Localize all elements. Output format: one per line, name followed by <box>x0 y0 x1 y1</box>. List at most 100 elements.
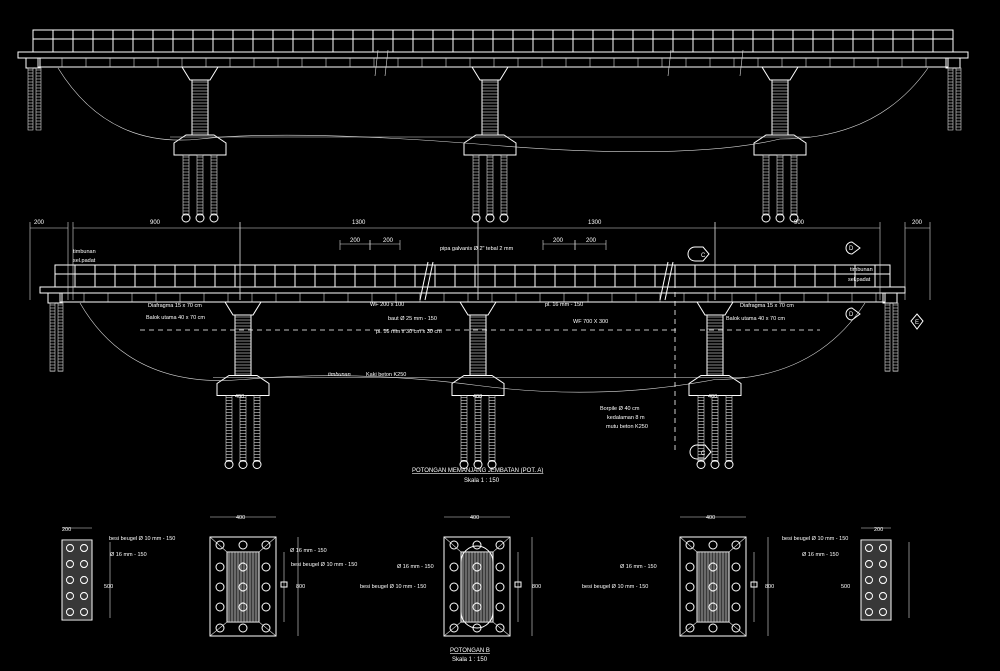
pile-tip <box>487 460 497 469</box>
rebar-circle <box>449 582 459 592</box>
label-stirrup: besi beugel Ø 10 mm - 150 <box>360 584 426 590</box>
pile-cap <box>688 375 742 396</box>
pier-chamfer <box>258 621 277 637</box>
label-rebar: Ø 16 mm - 150 <box>290 548 327 554</box>
bored-pile <box>500 154 508 216</box>
rebar-circle <box>472 540 482 550</box>
label-diaphragm-left: Diafragma 15 x 70 cm <box>148 303 202 309</box>
abutment-pile <box>57 302 64 372</box>
bored-pile <box>697 395 705 462</box>
rebar-circle <box>261 582 271 592</box>
rebar-circle <box>80 608 88 616</box>
label-wf-small: WF 200 x 100 <box>370 302 404 308</box>
rebar-circle <box>865 576 873 584</box>
section-marker-c: C <box>687 246 710 262</box>
drawing-scale-b: Skala 1 : 150 <box>452 657 488 663</box>
pile-tip <box>181 213 191 223</box>
pile-tip <box>238 460 248 469</box>
pile-tip <box>195 213 205 223</box>
rebar-circle <box>731 562 741 572</box>
rebar-circle <box>685 623 695 633</box>
bored-pile <box>488 395 496 462</box>
pile-tip <box>209 213 219 223</box>
rebar-circle <box>879 592 887 600</box>
break-line <box>659 261 669 301</box>
rebar-circle <box>80 560 88 568</box>
rebar-circle <box>685 540 695 550</box>
dim-beam-width: 200 <box>874 527 883 533</box>
dim-beam-height: 500 <box>104 584 113 590</box>
pier-chamfer <box>728 621 747 637</box>
rebar-circle <box>80 544 88 552</box>
bored-pile <box>239 395 247 462</box>
deck-slab <box>17 51 969 59</box>
rebar-circle <box>66 544 74 552</box>
pier-section <box>209 536 277 637</box>
dim-tick <box>514 581 522 588</box>
pier-head <box>696 301 734 316</box>
label-main-beam-right: Balok utama 40 x 70 cm <box>726 316 785 322</box>
drawing-scale-a: Skala 1 : 150 <box>464 478 500 484</box>
abutment-pile <box>49 302 56 372</box>
bored-pile <box>196 154 204 216</box>
dim-pier-height: 800 <box>532 584 541 590</box>
label-fill-right-2: sel.padat <box>848 277 871 283</box>
pile-tip <box>499 213 509 223</box>
dim-tick <box>280 581 288 588</box>
pile-tip <box>485 213 495 223</box>
bored-pile <box>711 395 719 462</box>
rebar-circle <box>879 544 887 552</box>
label-rebar: Ø 16 mm - 150 <box>397 564 434 570</box>
bored-pile <box>225 395 233 462</box>
bored-pile <box>776 154 784 216</box>
section-marker-d: D <box>845 307 861 321</box>
label-stirrup: besi beugel Ø 10 mm - 150 <box>109 536 175 542</box>
bored-pile <box>472 154 480 216</box>
main-girder <box>59 292 886 303</box>
label-diaphragm-right: Diafragma 15 x 70 cm <box>740 303 794 309</box>
rebar-circle <box>449 562 459 572</box>
rebar-circle <box>66 592 74 600</box>
pier-section <box>443 536 511 637</box>
rebar-circle <box>66 576 74 584</box>
rebar-circle <box>449 623 459 633</box>
svg-text:C: C <box>701 451 706 457</box>
pier-chamfer <box>492 536 511 553</box>
break-line <box>419 261 429 301</box>
label-wf-large: WF 700 X 300 <box>573 319 608 325</box>
rebar-circle <box>865 608 873 616</box>
rebar-circle <box>238 623 248 633</box>
pier-head <box>224 301 262 316</box>
pile-tip <box>224 460 234 469</box>
dim-pier-width: 400 <box>470 515 479 521</box>
rebar-circle <box>238 582 248 592</box>
elevation-dimensions: 200 900 1300 1300 900 200 200 200 200 20… <box>34 220 923 244</box>
break-line <box>374 49 379 77</box>
label-bolt: baut Ø 25 mm - 150 <box>388 316 437 322</box>
label-rebar: Ø 16 mm - 150 <box>620 564 657 570</box>
dim-abutment-left: 200 <box>34 220 45 226</box>
pier-chamfer <box>679 621 698 637</box>
pile-tip <box>696 460 706 469</box>
pier-core <box>226 551 260 623</box>
pier-head <box>459 301 497 316</box>
break-line <box>424 261 434 301</box>
abutment-pile <box>27 67 34 131</box>
pile-tip <box>252 460 262 469</box>
label-borpile-depth: kedalaman 8 m <box>607 415 645 421</box>
rebar-circle <box>879 560 887 568</box>
dim-footing-width: 400 <box>473 394 482 400</box>
abutment-pile <box>955 67 962 131</box>
main-girder <box>37 57 949 68</box>
rebar-circle <box>865 544 873 552</box>
rebar-circle <box>865 592 873 600</box>
label-pipe-railing: pipa galvanis Ø 2" tebal 2 mm <box>440 246 514 252</box>
label-borpile-grade: mutu beton K250 <box>606 424 648 430</box>
pile-tip <box>789 213 799 223</box>
rebar-circle <box>495 582 505 592</box>
bored-pile <box>725 395 733 462</box>
rebar-circle <box>708 582 718 592</box>
pier-head <box>761 66 799 81</box>
rebar-circle <box>449 602 459 612</box>
label-fill-right: timbunan <box>850 267 873 273</box>
